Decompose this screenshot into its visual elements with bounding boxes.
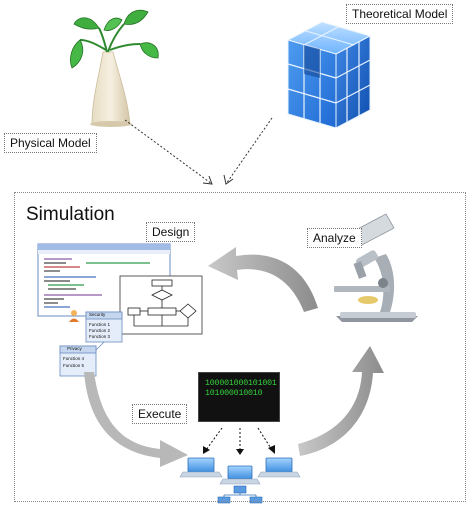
- computer-network-icon: [179, 457, 301, 504]
- flowchart-image: [119, 275, 203, 335]
- plant-icon: [70, 9, 159, 127]
- cube-icon: [286, 21, 372, 129]
- simulation-title: Simulation: [26, 204, 115, 225]
- class-function3-label: Function 3: [89, 334, 111, 339]
- class-diagram-image: [59, 310, 123, 377]
- physical-model-label: Physical Model: [4, 133, 97, 153]
- cycle-arrows: [84, 247, 384, 467]
- execute-arrows: [203, 427, 275, 455]
- class-function2-label: Function 2: [89, 328, 111, 333]
- design-label: Design: [146, 222, 196, 242]
- converging-arrows: [124, 117, 273, 185]
- execute-label: Execute: [132, 404, 188, 424]
- analyze-label: Analyze: [307, 228, 362, 248]
- class-function5-label: Function 5: [63, 363, 85, 368]
- terminal-line-1: 100001000101001: [205, 379, 277, 388]
- class-function4-label: Function 4: [63, 356, 85, 361]
- terminal-line-2: 101000010010: [205, 389, 263, 398]
- microscope-icon: [334, 213, 418, 322]
- theoretical-model-label: Theoretical Model: [346, 4, 454, 24]
- class-function1-label: Function 1: [89, 322, 111, 327]
- class-privacy-label: Privacy: [67, 346, 82, 351]
- binary-terminal: 100001000101001 101000010010: [198, 372, 280, 422]
- class-security-label: Security: [89, 312, 106, 317]
- simulation-frame: [14, 192, 466, 502]
